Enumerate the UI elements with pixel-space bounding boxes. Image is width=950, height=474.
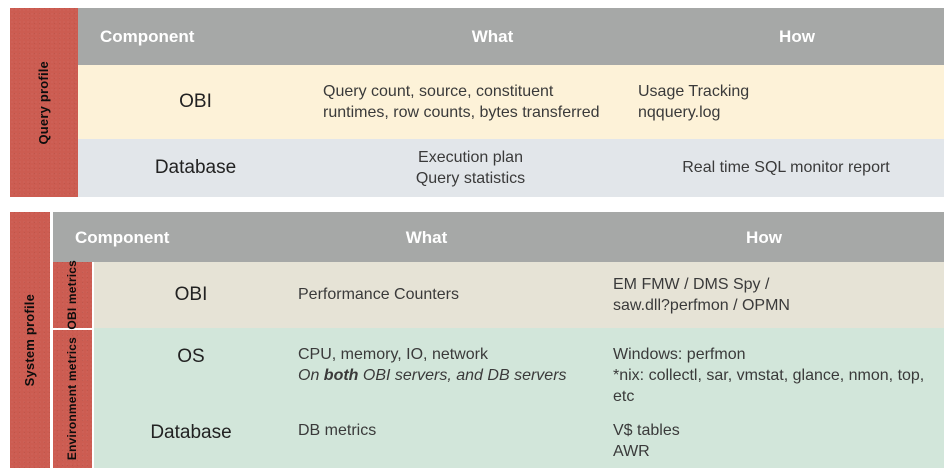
band-divider xyxy=(53,328,92,330)
subgroup-band-obi-metrics: OBI metrics xyxy=(53,260,92,330)
header-what: What xyxy=(405,227,448,247)
cell-what-line: Execution plan xyxy=(418,148,523,166)
cell-how-line: Windows: perfmon xyxy=(613,346,746,363)
cell-what: DB metrics xyxy=(298,421,377,439)
header-how: How xyxy=(779,27,815,46)
cell-component: Database xyxy=(154,157,237,179)
system-profile-table: System profile Component What How OBI me… xyxy=(10,212,944,468)
cell-component: OBI xyxy=(179,91,212,113)
cell-component: Database xyxy=(150,421,232,443)
cell-how-line: EM FMW / DMS Spy / xyxy=(613,275,770,293)
cell-what: Performance Counters xyxy=(298,286,459,304)
what-bold: both xyxy=(323,367,359,385)
cell-what-line-emphasis: On both OBI servers, and DB servers xyxy=(298,365,593,386)
cell-what-line: CPU, memory, IO, network xyxy=(298,346,488,363)
cell-component: OS xyxy=(177,346,205,367)
group-label-query-profile: Query profile xyxy=(36,60,52,145)
group-band-query-profile: Query profile xyxy=(10,8,78,197)
table-row: OBI Performance Counters EM FMW / DMS Sp… xyxy=(94,262,944,328)
system-profile-header-row: Component What How xyxy=(53,212,944,262)
query-profile-grid: Component What How OBI Query count, sour… xyxy=(78,8,944,197)
query-profile-header-row: Component What How xyxy=(78,8,944,65)
cell-what: CPU, memory, IO, network On both OBI ser… xyxy=(288,328,603,420)
header-how: How xyxy=(746,227,782,247)
subgroup-band-environment-metrics: Environment metrics xyxy=(53,330,92,468)
table-row: OBI Query count, source, constituent run… xyxy=(78,65,944,139)
header-what: What xyxy=(471,27,514,46)
system-profile-inner: Component What How OBI metrics Environme… xyxy=(53,212,944,468)
table-row: Database DB metrics V$ tables AWR xyxy=(94,419,944,468)
system-profile-body: OBI metrics Environment metrics OBI Perf… xyxy=(53,260,944,468)
cell-how: Real time SQL monitor report xyxy=(682,159,890,177)
cell-how-line: AWR xyxy=(613,442,650,460)
table-row: Database Execution plan Query statistics… xyxy=(78,139,944,197)
cell-how: Usage Tracking nqquery.log xyxy=(628,65,944,139)
cell-what-line: Query statistics xyxy=(415,170,526,187)
group-band-system-profile: System profile xyxy=(10,212,50,468)
header-component: Component xyxy=(100,27,195,46)
subgroup-label-environment-metrics: Environment metrics xyxy=(65,337,80,461)
subgroup-bands: OBI metrics Environment metrics xyxy=(53,260,92,468)
cell-how-line: *nix: collectl, sar, vmstat, glance, nmo… xyxy=(613,367,925,406)
table-row: OS CPU, memory, IO, network On both OBI … xyxy=(94,328,944,420)
cell-how-line: Usage Tracking xyxy=(638,82,750,100)
cell-how-line: saw.dll?perfmon / OPMN xyxy=(613,297,790,314)
cell-component: OBI xyxy=(174,284,208,306)
cell-how: EM FMW / DMS Spy / saw.dll?perfmon / OPM… xyxy=(603,262,944,328)
cell-how: Windows: perfmon *nix: collectl, sar, vm… xyxy=(603,328,944,420)
what-pre: On xyxy=(298,367,324,385)
cell-how: V$ tables AWR xyxy=(603,420,944,468)
what-post: OBI servers, and DB servers xyxy=(358,367,567,385)
system-profile-rows: OBI Performance Counters EM FMW / DMS Sp… xyxy=(94,262,944,468)
subgroup-label-obi-metrics: OBI metrics xyxy=(65,260,80,330)
cell-how-line: nqquery.log xyxy=(638,104,721,121)
group-label-system-profile: System profile xyxy=(22,293,38,387)
header-component: Component xyxy=(75,227,170,247)
cell-what: Execution plan Query statistics xyxy=(313,139,628,197)
cell-what: Query count, source, constituent runtime… xyxy=(323,82,600,121)
cell-how-line: V$ tables xyxy=(613,421,680,439)
query-profile-table: Query profile Component What How OBI Que… xyxy=(10,8,944,197)
